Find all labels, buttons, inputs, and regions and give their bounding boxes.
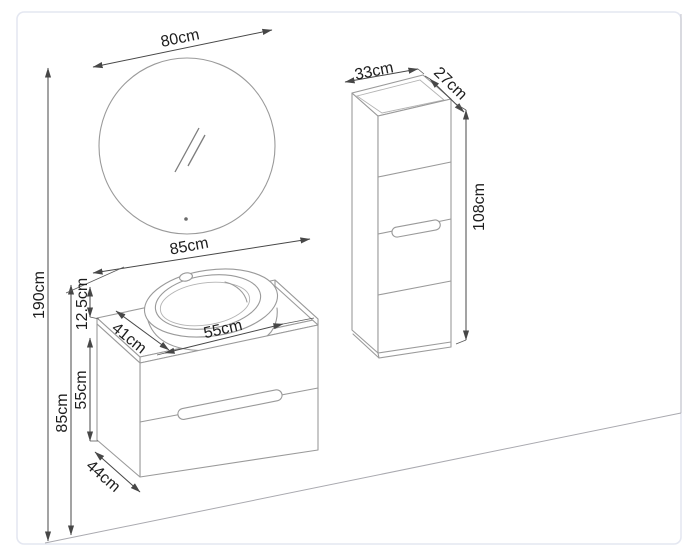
column-door-handle: [391, 219, 441, 238]
round-mirror: [98, 57, 276, 235]
mirror-reflection-line: [174, 127, 200, 173]
dim-vanity-height: 55cm: [73, 337, 98, 442]
dim-basin-unit-height: 12.5cm: [65, 266, 125, 330]
dim-column-height: 108cm: [455, 103, 488, 345]
dim-label-column-height: 108cm: [471, 183, 488, 231]
dim-label-vanity-width: 85cm: [168, 235, 210, 259]
dim-label-vanity-depth: 44cm: [83, 457, 124, 495]
extension-line: [455, 339, 467, 345]
dim-label-worktop-height: 85cm: [54, 393, 71, 432]
dim-overall-height: 190cm: [31, 67, 52, 542]
column-divider-line: [377, 161, 452, 178]
mirror-touch-sensor-dot: [184, 217, 188, 221]
vanity-drawer-handle: [177, 389, 283, 420]
dim-label-basin-unit-height: 12.5cm: [74, 278, 91, 330]
column-divider-line: [377, 280, 452, 296]
image-frame: [16, 11, 682, 545]
column-bottom-edge: [352, 333, 380, 359]
basin-rim-notch: [224, 281, 248, 303]
extension-line: [455, 103, 467, 111]
dim-label-vanity-height: 55cm: [73, 370, 90, 409]
mirror-reflection-line: [187, 134, 206, 167]
extension-line: [282, 317, 315, 325]
tall-side-cabinet: [351, 74, 452, 359]
extension-line: [89, 316, 100, 320]
room-outline: [16, 11, 682, 545]
extension-line: [65, 266, 125, 294]
dim-label-mirror-width: 80cm: [159, 26, 201, 51]
column-left-side: [351, 92, 379, 354]
dim-worktop-height: 85cm: [54, 284, 75, 536]
extension-line: [454, 106, 465, 113]
vanity-unit: [96, 268, 319, 478]
dim-label-column-width: 33cm: [353, 59, 395, 83]
dim-vanity-width: 85cm: [92, 235, 311, 275]
column-bottom-edge: [378, 346, 452, 359]
extension-line: [417, 68, 425, 75]
extension-line: [156, 352, 166, 356]
dim-label-overall-height: 190cm: [31, 271, 48, 319]
column-bottom-join: [377, 352, 380, 359]
extension-line: [424, 75, 431, 80]
floor-line: [44, 412, 682, 544]
mirror-outline: [98, 57, 276, 235]
